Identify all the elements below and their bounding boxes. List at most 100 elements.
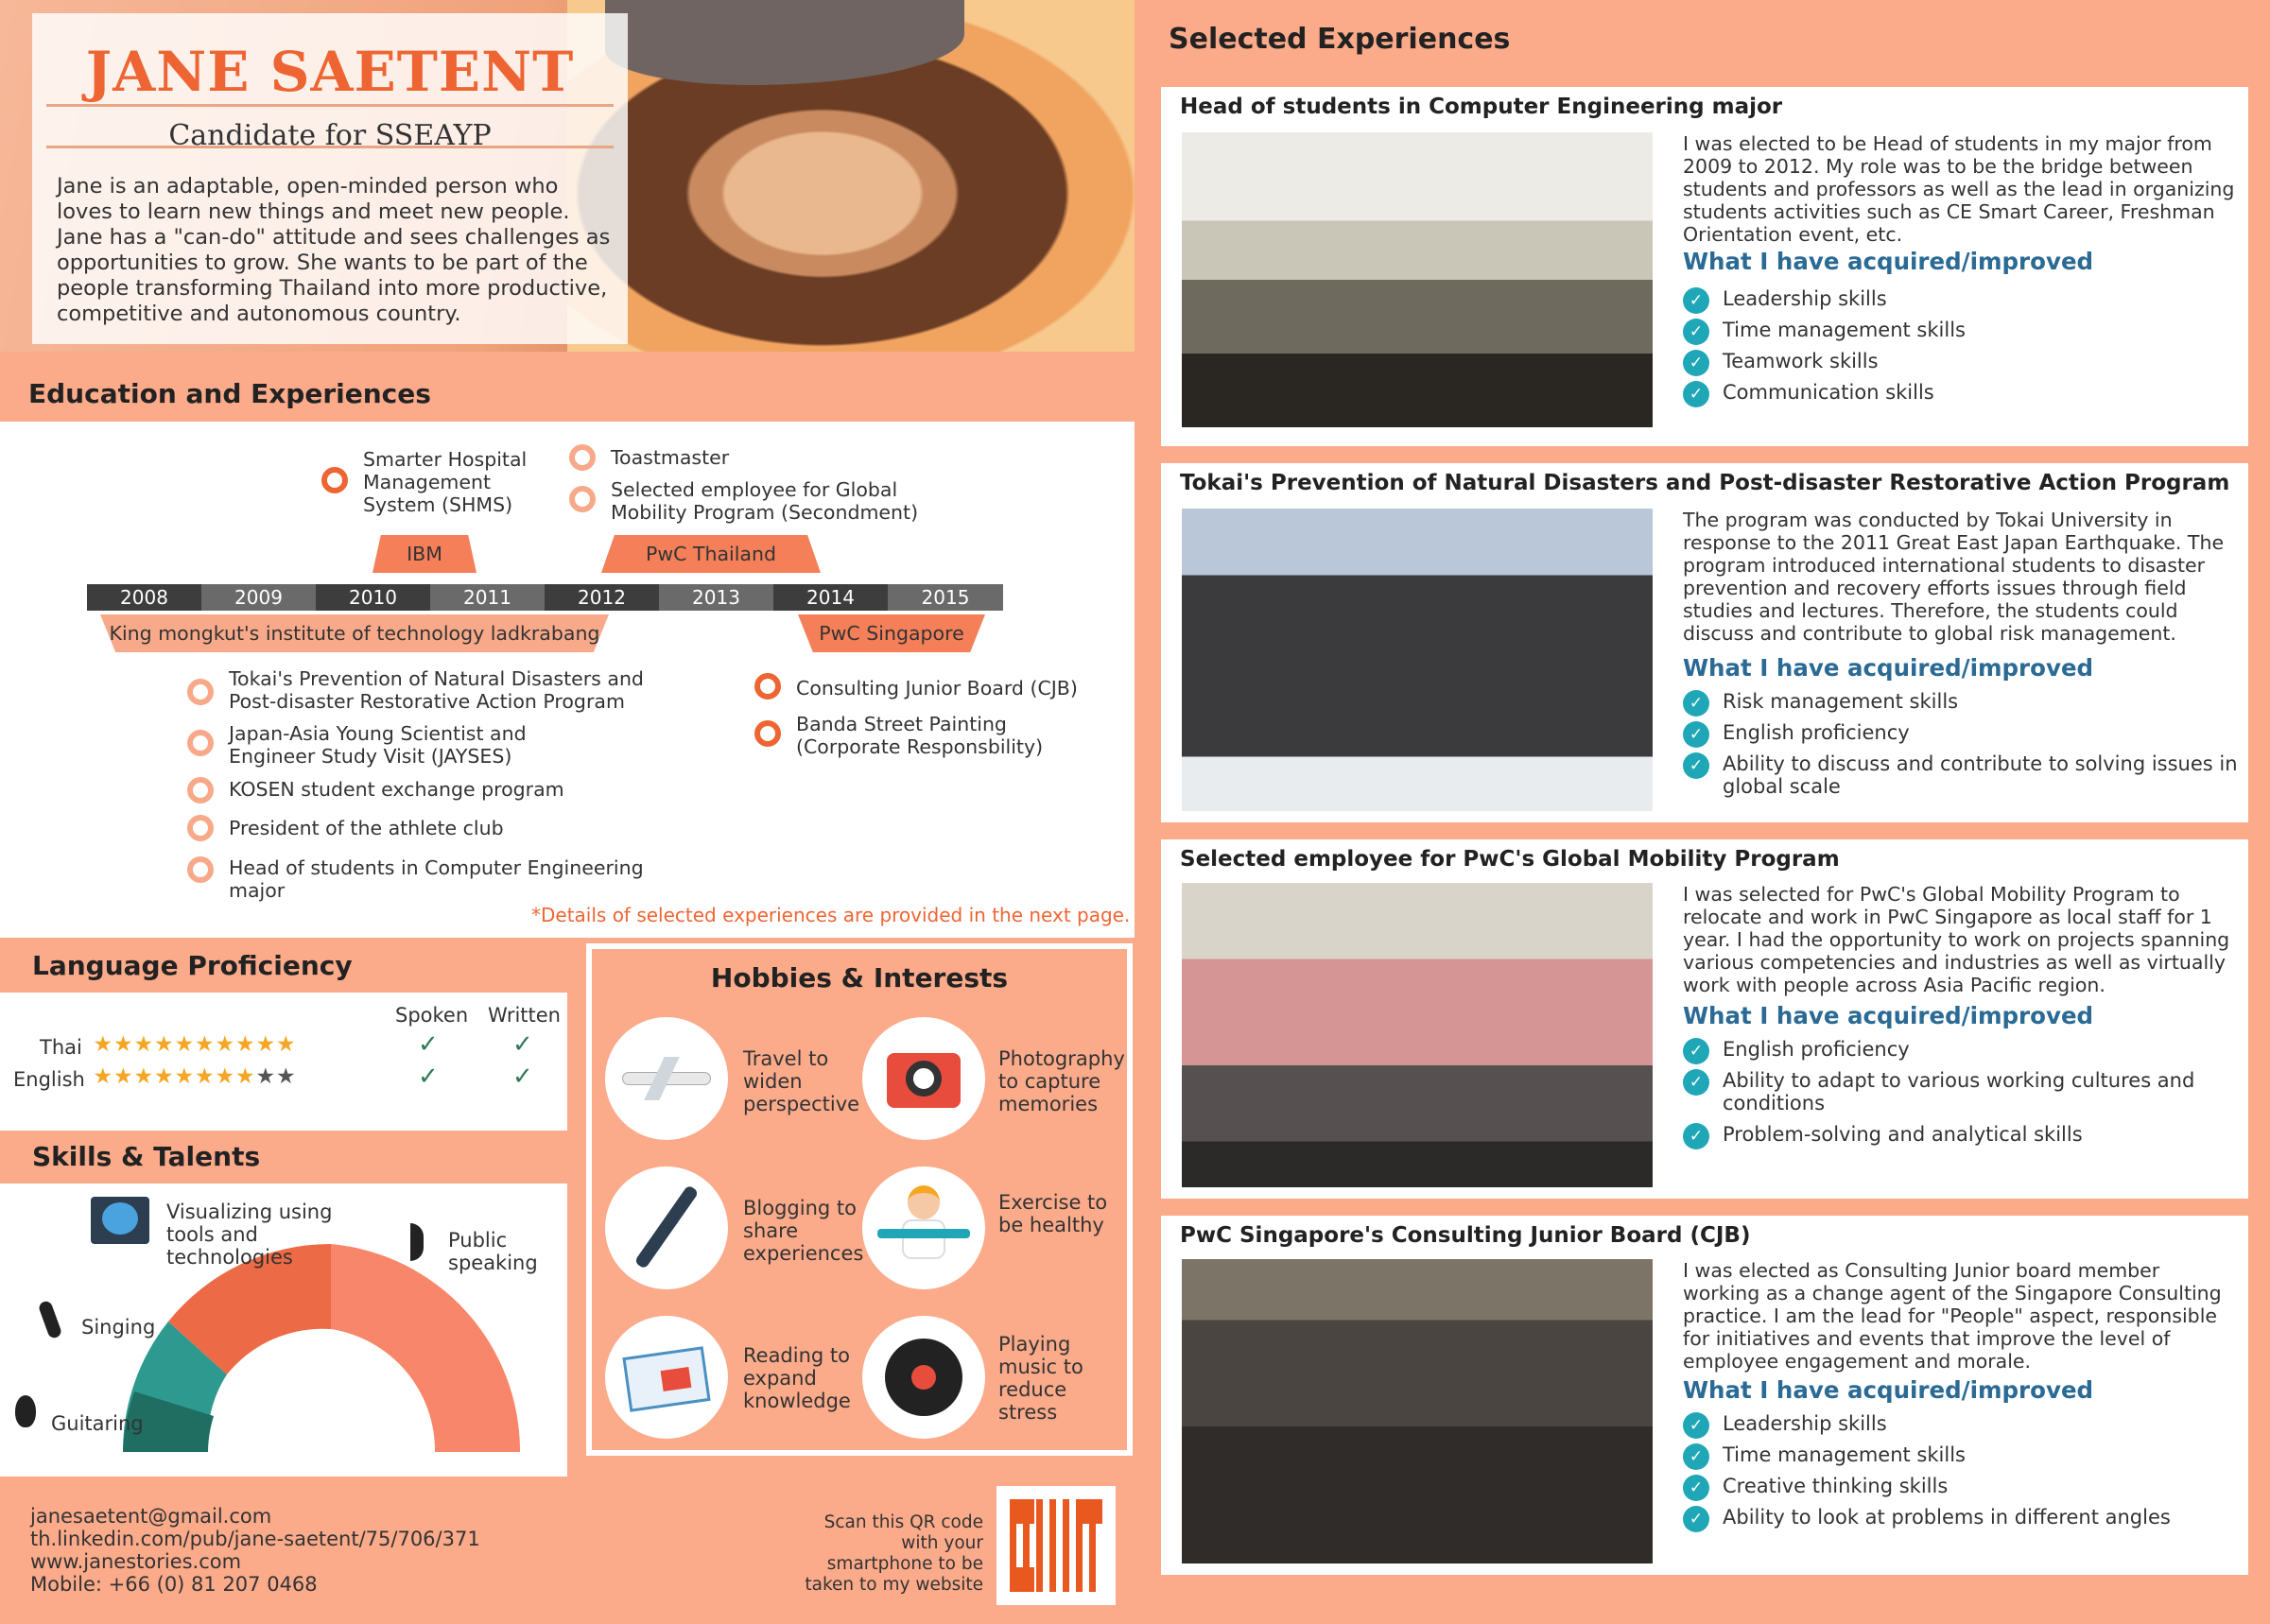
check-icon: ✓ [1683,1412,1709,1439]
skill-bullet: ✓Communication skills [1683,381,2241,407]
experience-card: Tokai's Prevention of Natural Disasters … [1161,463,2248,822]
experience-photo [1182,509,1653,811]
language-heading: Language Proficiency [0,940,567,993]
star-filled-icon: ★ [194,1064,215,1089]
card-title: Selected employee for PwC's Global Mobil… [1180,847,1840,872]
spoken-column-header: Spoken [395,1004,469,1027]
skills-heading: Skills & Talents [0,1131,567,1183]
star-rating: ★★★★★★★★★★ [93,1064,296,1089]
star-empty-icon: ★ [275,1064,296,1089]
monitor-icon [91,1197,149,1244]
footnote: *Details of selected experiences are pro… [531,904,1131,926]
experience-photo [1182,132,1653,427]
skill-label: Public speaking [448,1229,538,1274]
skill-bullet: ✓Ability to discuss and contribute to so… [1683,752,2241,798]
company-label-pwc-singapore: PwC Singapore [798,614,985,652]
star-filled-icon: ★ [113,1064,133,1089]
timeline-marker [187,815,214,841]
selected-experiences-heading: Selected Experiences [1169,23,1511,56]
star-filled-icon: ★ [153,1064,174,1089]
speaker-icon [410,1223,424,1261]
experience-card: Head of students in Computer Engineering… [1161,87,2248,446]
card-text: The program was conducted by Tokai Unive… [1683,509,2225,645]
card-title: Head of students in Computer Engineering… [1180,95,1783,119]
experience-card: PwC Singapore's Consulting Junior Board … [1161,1216,2248,1575]
hero-banner: JANE SAETENT Candidate for SSEAYP Jane i… [0,0,1135,352]
contact-website[interactable]: www.janestories.com [30,1550,242,1573]
card-title: Tokai's Prevention of Natural Disasters … [1180,471,2230,495]
qr-caption: Scan this QR code with your smartphone t… [805,1512,983,1595]
skill-bullet: ✓Leadership skills [1683,287,2241,314]
check-icon: ✓ [1683,1506,1709,1532]
vinyl-record-icon [862,1316,985,1439]
timeline-item: Banda Street Painting (Corporate Respons… [796,713,1044,758]
year-label: 2013 [659,584,773,611]
experience-card: Selected employee for PwC's Global Mobil… [1161,839,2248,1199]
company-label-pwc-thailand: PwC Thailand [601,535,821,573]
skills-panel: Visualizing using tools and technologies… [0,1183,567,1477]
star-filled-icon: ★ [255,1032,276,1057]
right-page: Selected Experiences Head of students in… [1136,0,2270,1624]
check-icon: ✓ [1683,721,1709,748]
skill-label: Singing [81,1316,156,1339]
star-filled-icon: ★ [275,1032,296,1057]
camera-icon [862,1017,985,1140]
skill-bullet: ✓Ability to look at problems in differen… [1683,1506,2241,1532]
hobby-label: Blogging to share experiences [743,1197,864,1265]
company-label-ibm: IBM [373,535,477,573]
qr-code[interactable] [996,1486,1116,1605]
star-filled-icon: ★ [174,1032,195,1057]
check-icon: ✓ [1683,319,1709,345]
skill-bullet: ✓Creative thinking skills [1683,1475,2241,1501]
check-icon: ✓ [1683,1038,1709,1064]
star-filled-icon: ★ [215,1032,235,1057]
candidate-name: JANE SAETENT [85,40,575,104]
skill-label: Visualizing using tools and technologies [166,1201,333,1269]
skill-bullet: ✓Problem-solving and analytical skills [1683,1123,2241,1149]
left-page: JANE SAETENT Candidate for SSEAYP Jane i… [0,0,1135,1605]
timeline-marker [187,730,214,756]
star-empty-icon: ★ [255,1064,276,1089]
check-icon: ✓ [1683,381,1709,407]
skill-bullet: ✓Time management skills [1683,1443,2241,1470]
timeline-marker [187,777,214,803]
star-filled-icon: ★ [215,1064,235,1089]
timeline-marker [754,720,781,747]
hobby-label: Photography to capture memories [998,1047,1125,1115]
year-label: 2011 [430,584,545,611]
card-text: I was selected for PwC's Global Mobility… [1683,883,2230,996]
timeline-item: Selected employee for Global Mobility Pr… [611,478,919,524]
timeline-item: President of the athlete club [229,817,504,839]
bio-text: Jane is an adaptable, open-minded person… [57,174,611,326]
timeline-item: Toastmaster [611,446,730,469]
timeline-item: KOSEN student exchange program [229,778,564,801]
contact-linkedin[interactable]: th.linkedin.com/pub/jane-saetent/75/706/… [30,1528,480,1550]
written-column-header: Written [488,1004,561,1027]
book-icon [605,1316,728,1439]
contact-email[interactable]: janesaetent@gmail.com [30,1505,272,1528]
year-label: 2010 [316,584,430,611]
timeline-item: Consulting Junior Board (CJB) [796,677,1078,700]
skill-bullet: ✓Leadership skills [1683,1412,2241,1439]
name-card: JANE SAETENT Candidate for SSEAYP Jane i… [32,13,628,344]
skill-bullet: ✓Time management skills [1683,319,2241,345]
skill-segment-visualizing [168,1243,331,1374]
timeline-marker [187,679,214,705]
guitar-icon [15,1395,36,1427]
check-icon: ✓ [418,1030,439,1059]
year-label: 2009 [201,584,316,611]
acquired-heading: What I have acquired/improved [1683,248,2094,275]
timeline-marker [569,444,596,471]
education-heading: Education and Experiences [0,367,1135,422]
star-filled-icon: ★ [133,1064,154,1089]
star-filled-icon: ★ [133,1032,154,1057]
experience-photo [1182,1259,1653,1564]
school-label: King mongkut's institute of technology l… [100,614,609,652]
check-icon: ✓ [1683,1069,1709,1096]
check-icon: ✓ [1683,1475,1709,1501]
experience-photo [1182,883,1653,1187]
card-title: PwC Singapore's Consulting Junior Board … [1180,1223,1751,1248]
year-label: 2015 [888,584,1003,611]
hobby-label: Travel to widen perspective [743,1047,860,1115]
exercise-icon [862,1166,985,1289]
